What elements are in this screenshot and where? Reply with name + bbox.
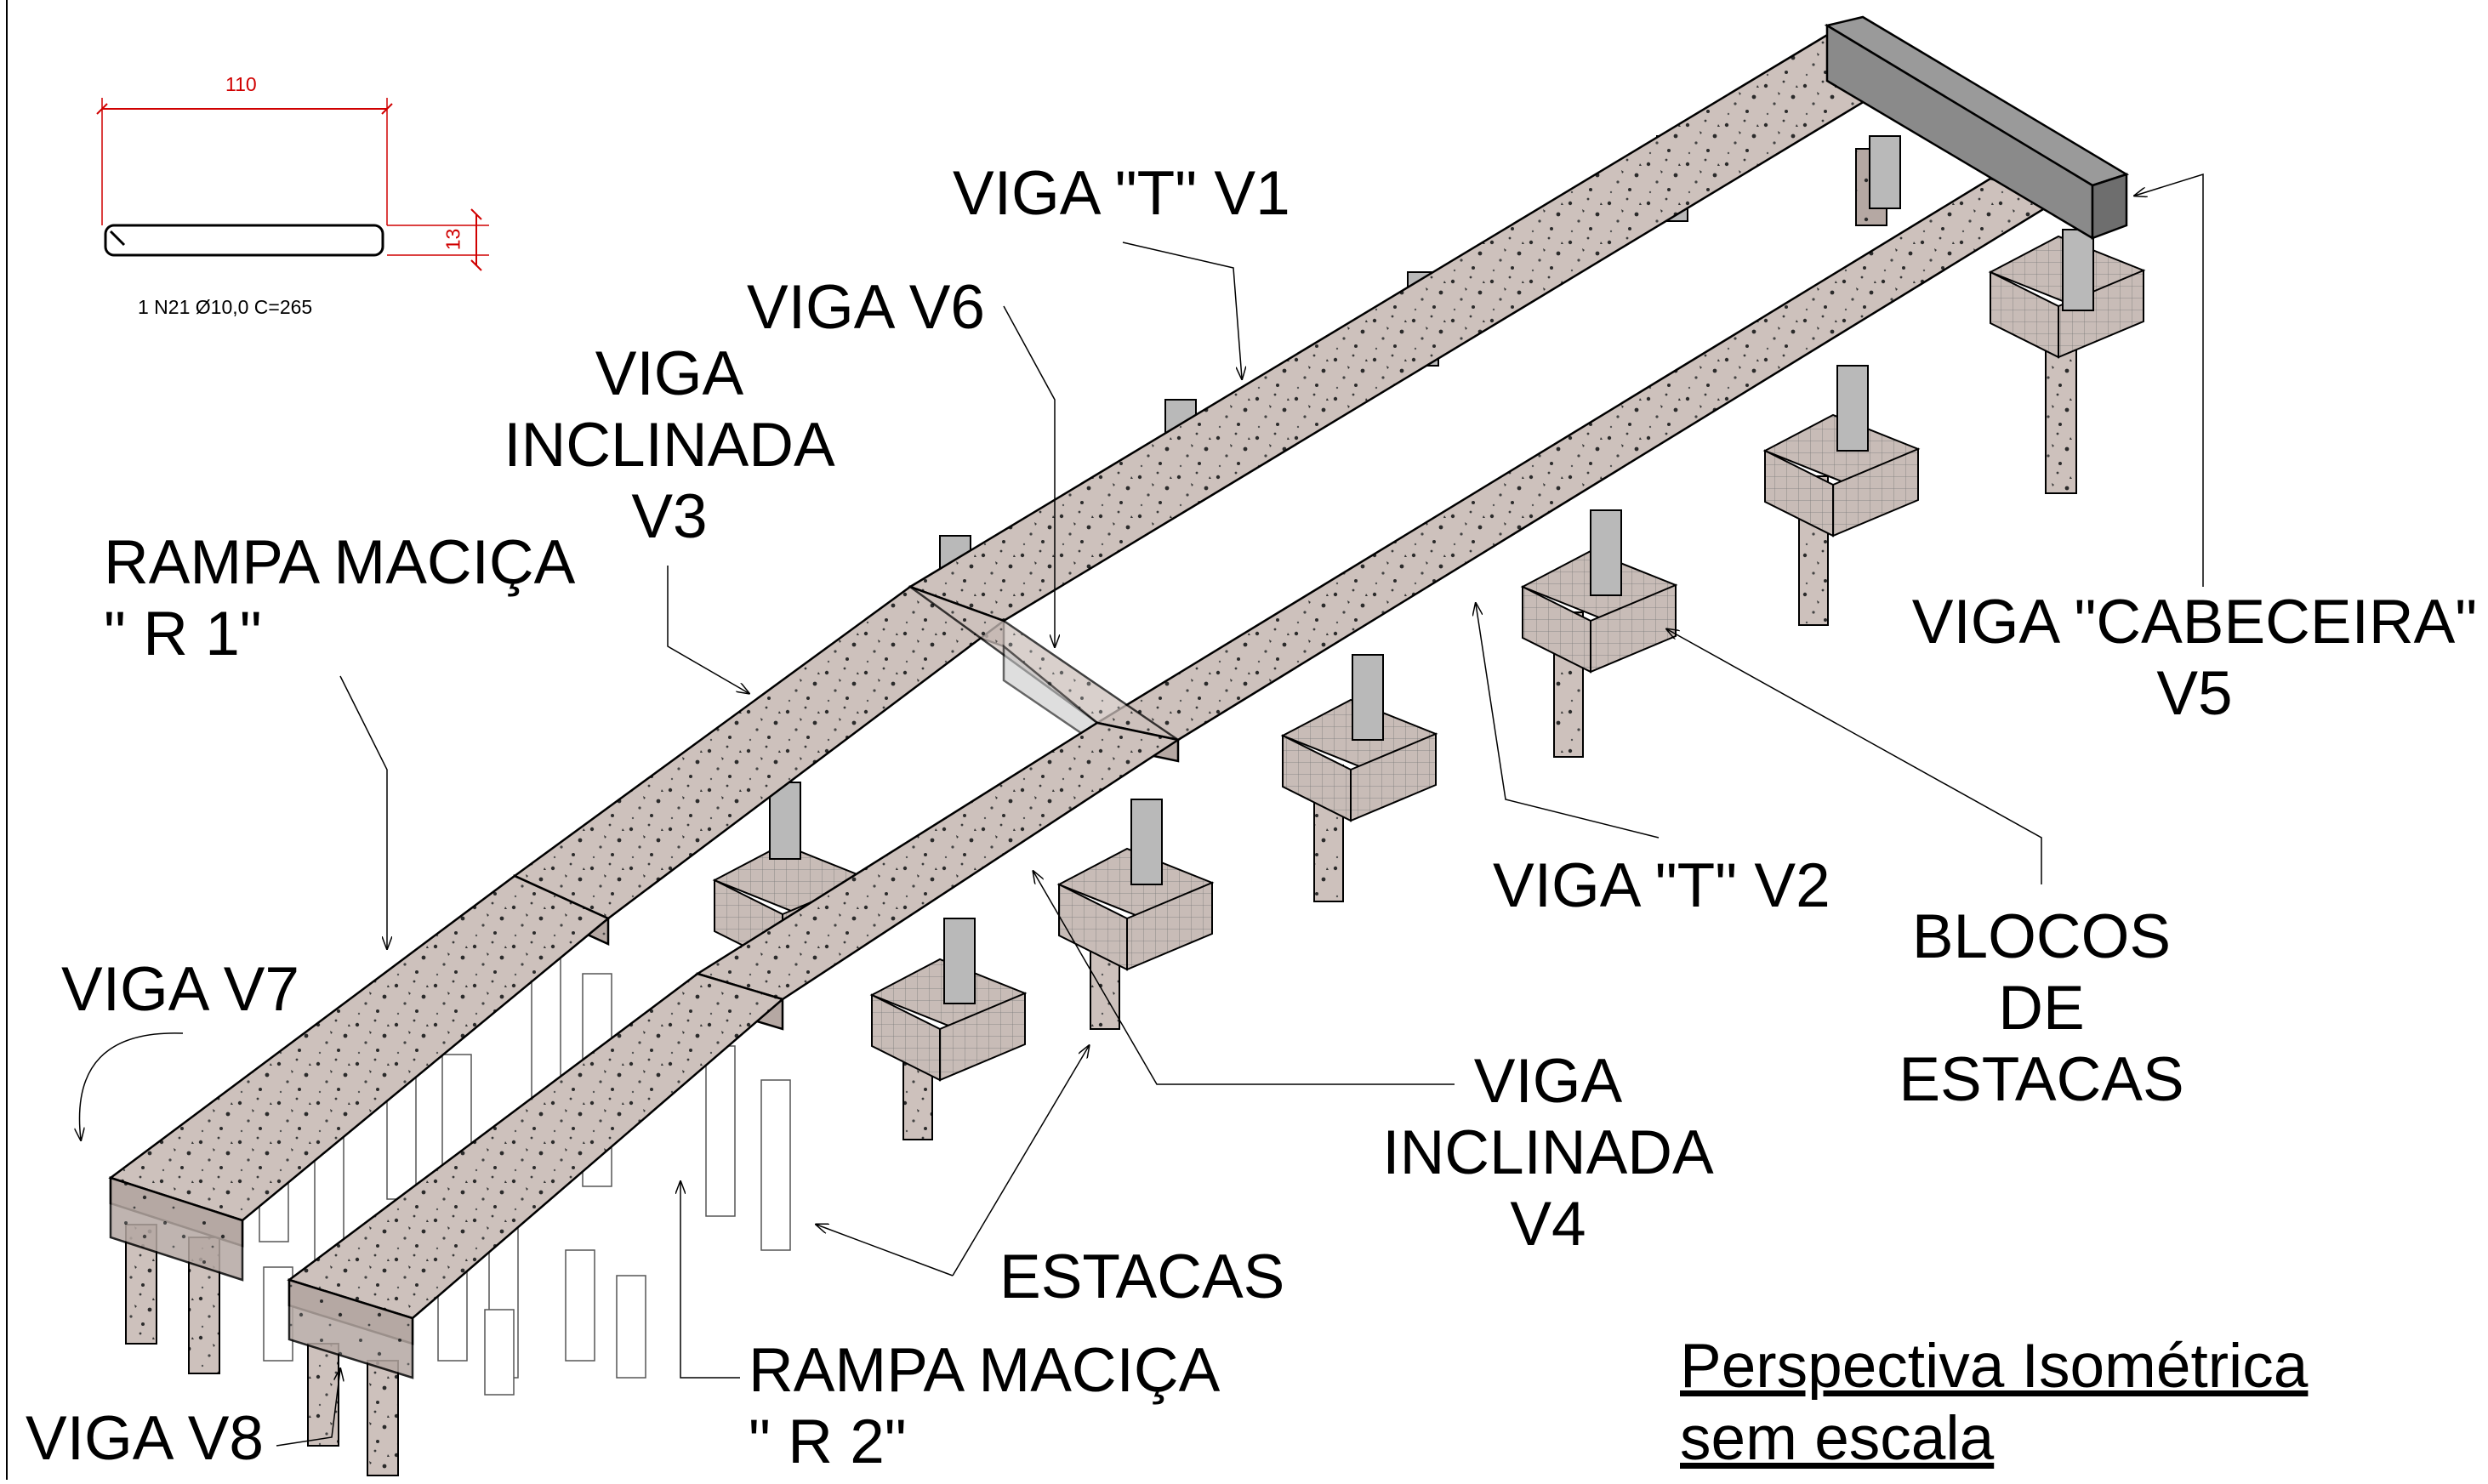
- rebar-detail: [96, 98, 489, 271]
- beam-v6: [909, 585, 1179, 747]
- leader-lines: [80, 173, 2204, 1447]
- length-dimension: 110: [225, 73, 257, 95]
- label-v8: VIGA V8: [26, 1404, 264, 1473]
- label-v1: VIGA "T" V1: [953, 159, 1290, 228]
- label-r2: RAMPA MACIÇA" R 2": [749, 1336, 1221, 1476]
- beam-v5: [1824, 15, 2130, 241]
- label-v7: VIGA V7: [61, 955, 299, 1024]
- ramp-r2: [287, 972, 785, 1379]
- height-dimension: 13: [441, 228, 464, 251]
- label-v5: VIGA "CABECEIRA"V5: [1911, 588, 2478, 728]
- label-r1: RAMPA MACIÇA" R 1": [104, 528, 576, 668]
- rebar-label: 1 N21 Ø10,0 C=265: [138, 296, 313, 318]
- label-v2: VIGA "T" V2: [1493, 851, 1830, 920]
- drawing-title: Perspectiva Isométrica: [1680, 1332, 2309, 1401]
- drawing-subtitle: sem escala: [1680, 1404, 1995, 1473]
- label-v6: VIGA V6: [747, 273, 985, 342]
- label-estacas: ESTACAS: [999, 1242, 1285, 1311]
- ramp-r1: [108, 874, 611, 1282]
